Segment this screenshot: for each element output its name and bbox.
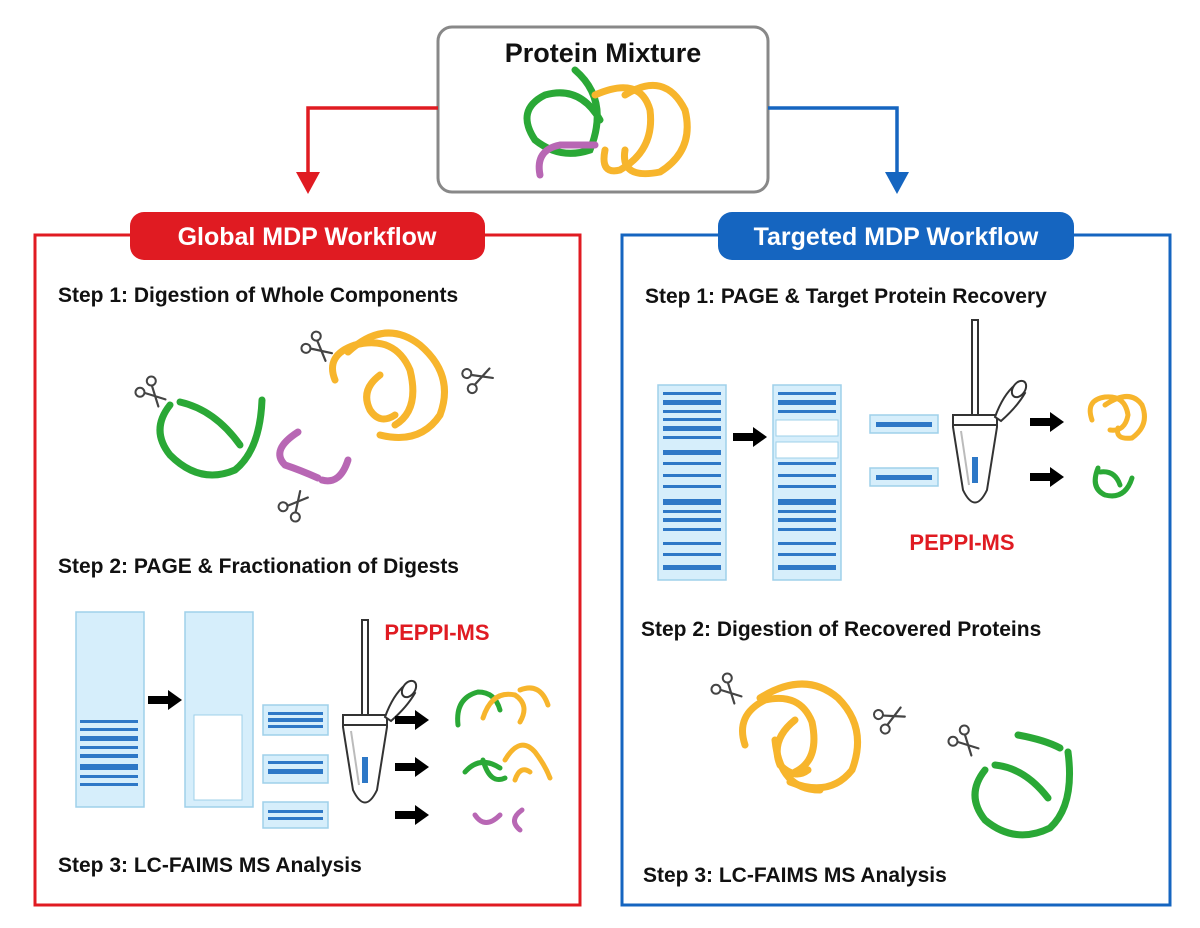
red-connector-arrow <box>296 106 438 194</box>
targeted-step1-proteins <box>1087 394 1147 499</box>
tube-icon <box>342 619 421 804</box>
global-method-label: PEPPI-MS <box>384 620 489 645</box>
gel-slice <box>262 801 329 829</box>
global-step1-illustration <box>156 329 448 485</box>
arrow-right-icon <box>395 805 429 825</box>
targeted-step1-gels <box>657 384 939 581</box>
gel-lane-excised <box>772 384 842 581</box>
gel-lane <box>657 384 727 581</box>
arrow-right-icon <box>148 690 182 710</box>
scissors-icon <box>708 670 748 710</box>
scissors-icon <box>871 699 910 737</box>
targeted-step-3: Step 3: LC-FAIMS MS Analysis <box>643 864 947 887</box>
global-workflow-panel: Global MDP Workflow Step 1: Digestion of… <box>33 212 582 907</box>
global-step-1: Step 1: Digestion of Whole Components <box>58 284 458 307</box>
arrow-right-icon <box>1030 412 1064 432</box>
protein-mixture-box: Protein Mixture <box>436 25 770 194</box>
gel-lane <box>75 611 145 808</box>
arrow-right-icon <box>733 427 767 447</box>
targeted-title-badge <box>718 212 1074 260</box>
targeted-title: Targeted MDP Workflow <box>754 223 1039 251</box>
arrow-right-icon <box>1030 467 1064 487</box>
targeted-method-label: PEPPI-MS <box>909 530 1014 555</box>
targeted-workflow-panel: Targeted MDP Workflow Step 1: PAGE & Tar… <box>620 212 1172 907</box>
tube-icon <box>952 319 1031 504</box>
targeted-step2-illustration <box>739 680 1074 839</box>
global-title: Global MDP Workflow <box>178 223 437 251</box>
global-step-2: Step 2: PAGE & Fractionation of Digests <box>58 555 459 578</box>
global-step2-gels <box>75 611 329 829</box>
global-step-3: Step 3: LC-FAIMS MS Analysis <box>58 854 362 877</box>
scissors-icon <box>275 485 315 525</box>
blue-connector-arrow <box>768 106 909 194</box>
scissors-icon <box>945 722 985 762</box>
scissors-icon <box>459 360 497 396</box>
protein-mixture-illustration <box>523 66 691 179</box>
protein-mixture-title: Protein Mixture <box>505 38 702 68</box>
arrow-right-icon <box>395 757 429 777</box>
global-title-badge <box>130 212 485 260</box>
targeted-step-1: Step 1: PAGE & Target Protein Recovery <box>645 285 1047 308</box>
targeted-step-2: Step 2: Digestion of Recovered Proteins <box>641 618 1041 641</box>
global-step2-peptides <box>455 685 553 833</box>
